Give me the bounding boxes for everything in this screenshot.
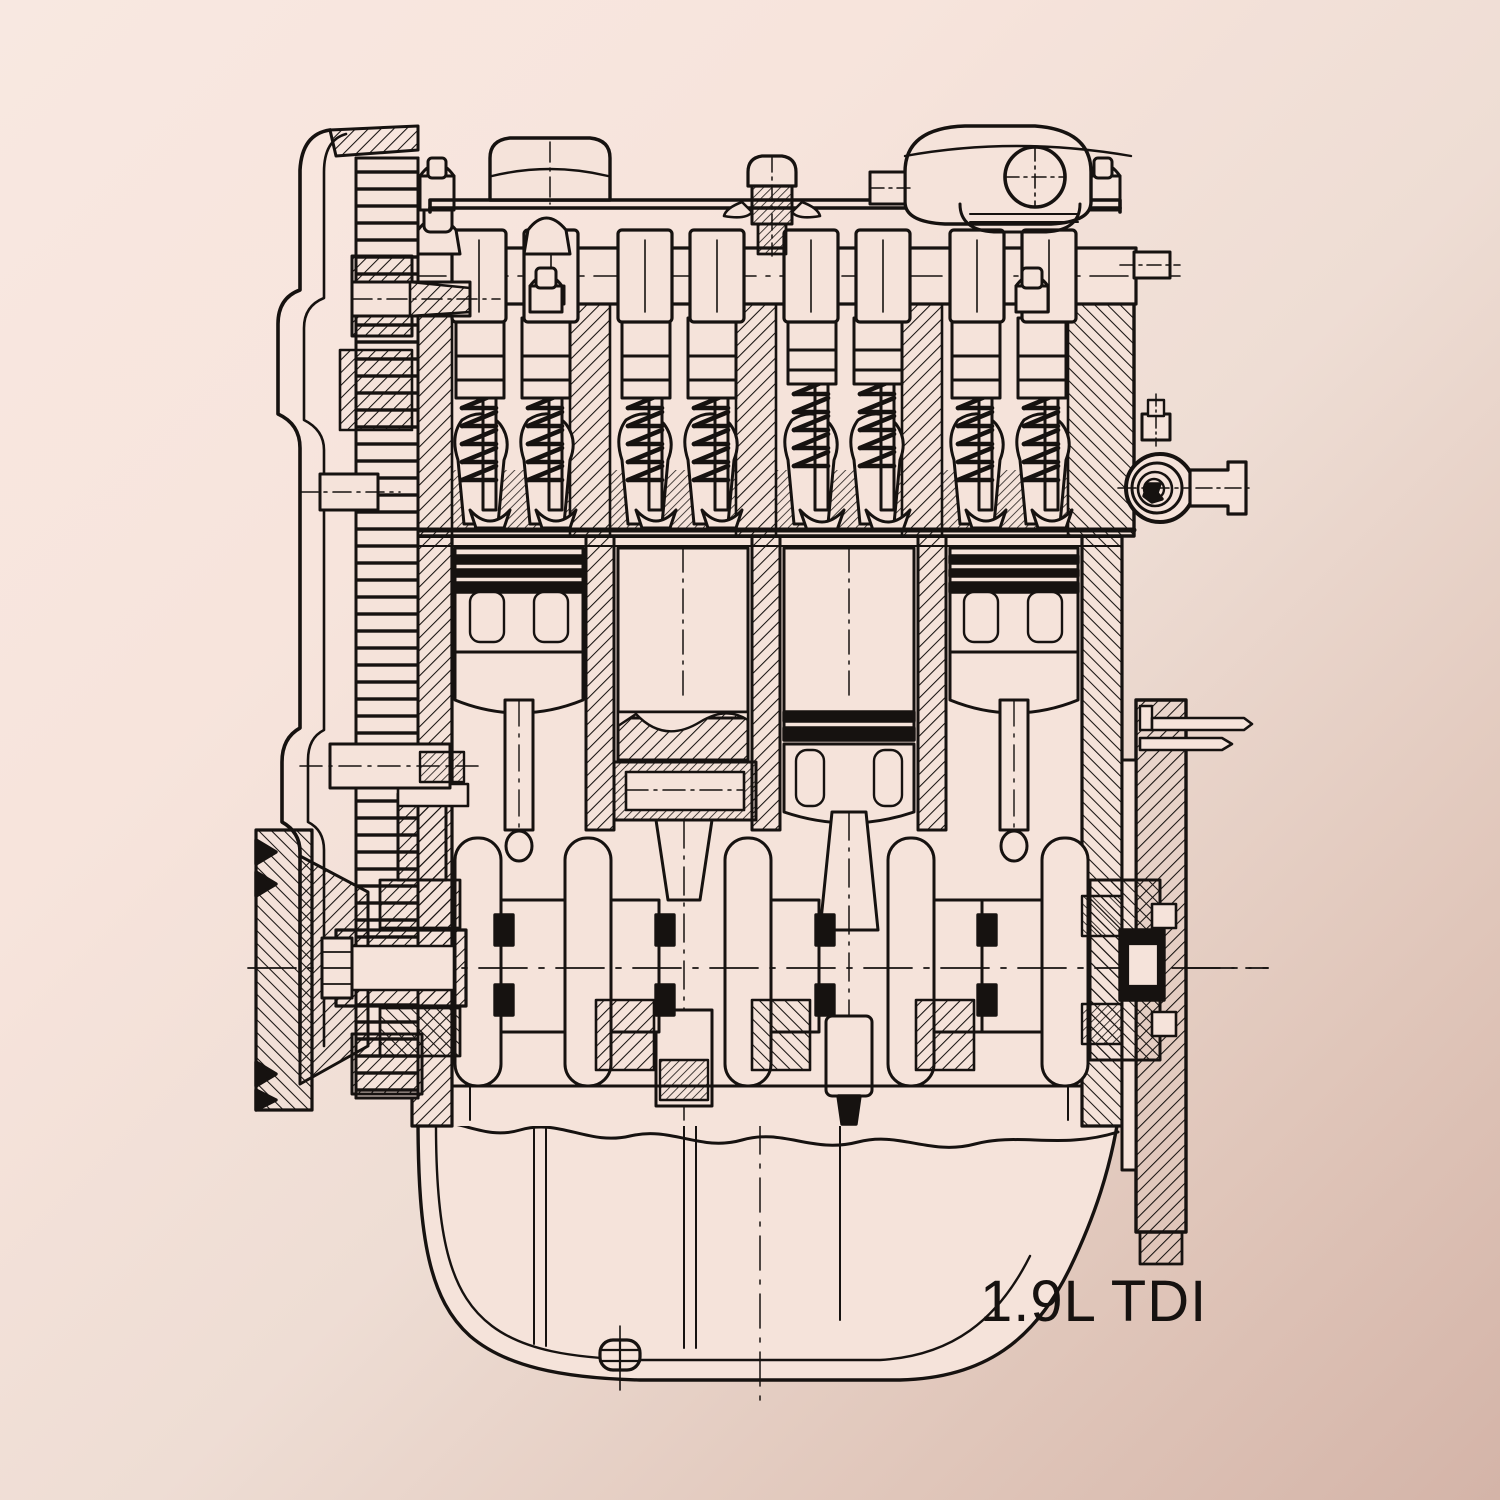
belt-tensioner <box>299 472 401 512</box>
oil-pan <box>416 1116 1120 1411</box>
cam-cap-studs <box>418 156 1122 314</box>
valve-cover <box>428 124 1133 257</box>
piston <box>948 546 1080 964</box>
piston <box>612 546 758 1121</box>
thermostat-housing <box>1117 250 1253 524</box>
dowel-pin <box>1138 704 1254 752</box>
hydraulic-lifters <box>454 316 1068 400</box>
fuel-injector <box>722 154 822 257</box>
oil-filler-cap <box>488 136 612 205</box>
piston <box>453 546 585 964</box>
coolant-sensor <box>1140 393 1172 447</box>
breather-housing <box>868 124 1133 234</box>
pistons <box>453 546 1080 1126</box>
crank-pulley <box>254 742 481 1112</box>
auxiliary-shaft <box>299 742 481 790</box>
crankshaft-assembly <box>247 836 1269 1128</box>
engine-assembly <box>247 124 1269 1411</box>
main-bearing-caps <box>493 913 998 1072</box>
flywheel <box>1080 698 1269 1266</box>
camshaft-sprocket <box>338 254 501 432</box>
piston <box>782 546 916 1126</box>
engine-displacement-label: 1.9L TDI <box>980 1269 1208 1334</box>
cylinder-head <box>401 298 1137 538</box>
